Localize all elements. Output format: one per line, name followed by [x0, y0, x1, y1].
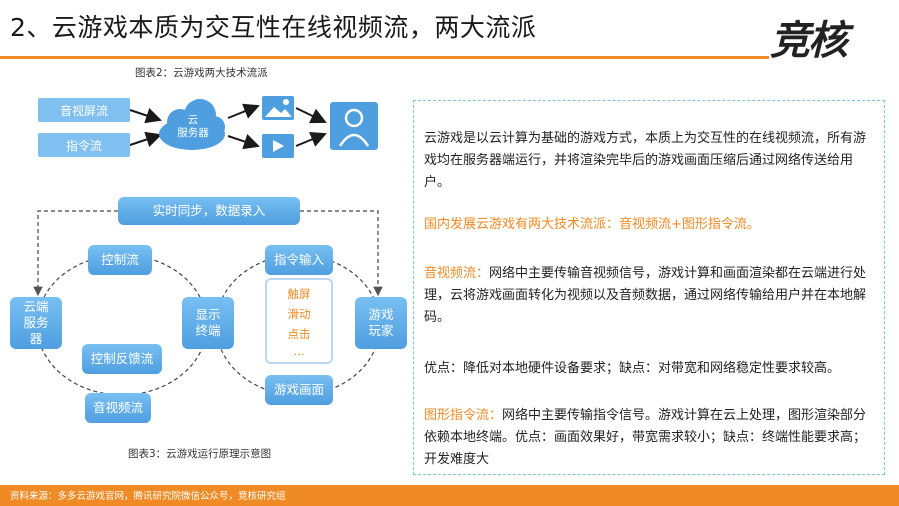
control-feedback-node: 控制反馈流: [82, 344, 162, 374]
cloud-server-icon: [159, 99, 225, 150]
display-terminal-node: 显示终端: [182, 297, 234, 349]
cloud-label-2: 服务器: [177, 127, 209, 139]
graphics-cmd-text: 网络中主要传输指令信号。游戏计算在云上处理，图形渲染部分依赖本地终端。优点：画面…: [424, 408, 867, 467]
source-note: 资料来源：多多云游戏官网，腾讯研究院微信公众号，竞核研究组: [10, 491, 286, 502]
figure3-caption: 图表3：云游戏运行原理示意图: [128, 448, 272, 460]
graphics-cmd-heading: 图形指令流：: [424, 408, 503, 423]
cloud-server-label: 云 服务器: [176, 114, 210, 140]
av-stream-node: 音视频流: [85, 393, 151, 423]
brand-logo: 竞核: [770, 8, 848, 66]
player-node: 游戏玩家: [355, 297, 407, 349]
input-methods-card: 触屏 滑动 点击 …: [265, 278, 333, 364]
cmd-stream-label: 指令流: [38, 133, 130, 157]
cmd-input-node: 指令输入: [265, 245, 333, 275]
logo-text: 竞核: [770, 18, 848, 64]
user-icon: [330, 102, 378, 150]
tech-schools-paragraph: 国内发展云游戏有两大技术流派：音视频流+图形指令流。: [424, 217, 760, 232]
sync-node: 实时同步，数据录入: [118, 197, 300, 225]
intro-paragraph: 云游戏是以云计算为基础的游戏方式，本质上为交互性的在线视频流，所有游戏均在服务器…: [424, 131, 867, 190]
graphics-cmd-paragraph: 图形指令流：网络中主要传输指令信号。游戏计算在云上处理，图形渲染部分依赖本地终端…: [424, 405, 874, 471]
figure2-caption: 图表2：云游戏两大技术流派: [135, 67, 268, 79]
image-icon: [262, 96, 294, 120]
cloud-label-1: 云: [187, 114, 199, 126]
video-icon: [262, 134, 294, 158]
text-panel: [413, 100, 885, 475]
footer-bar: 资料来源：多多云游戏官网，腾讯研究院微信公众号，竞核研究组: [0, 485, 899, 506]
game-screen-node: 游戏画面: [265, 375, 333, 405]
input-click: 点击: [287, 327, 311, 341]
input-touch: 触屏: [287, 287, 311, 301]
av-stream-paragraph: 音视频流：网络中主要传输音视频信号，游戏计算和画面渲染都在云端进行处理，云将游戏…: [424, 263, 874, 329]
av-stream-label: 音视屏流: [38, 98, 130, 122]
title-divider: [0, 56, 769, 59]
page-title: 2、云游戏本质为交互性在线视频流，两大流派: [10, 13, 537, 42]
av-stream-heading: 音视频流：: [424, 266, 490, 281]
pros-cons-paragraph: 优点：降低对本地硬件设备要求；缺点：对带宽和网络稳定性要求较高。: [424, 361, 841, 376]
input-slide: 滑动: [287, 307, 311, 321]
av-stream-text: 网络中主要传输音视频信号，游戏计算和画面渲染都在云端进行处理，云将游戏画面转化为…: [424, 266, 867, 325]
input-more: …: [293, 344, 305, 358]
control-stream-node: 控制流: [88, 245, 152, 275]
cloud-server-node: 云端服务器: [10, 297, 62, 349]
